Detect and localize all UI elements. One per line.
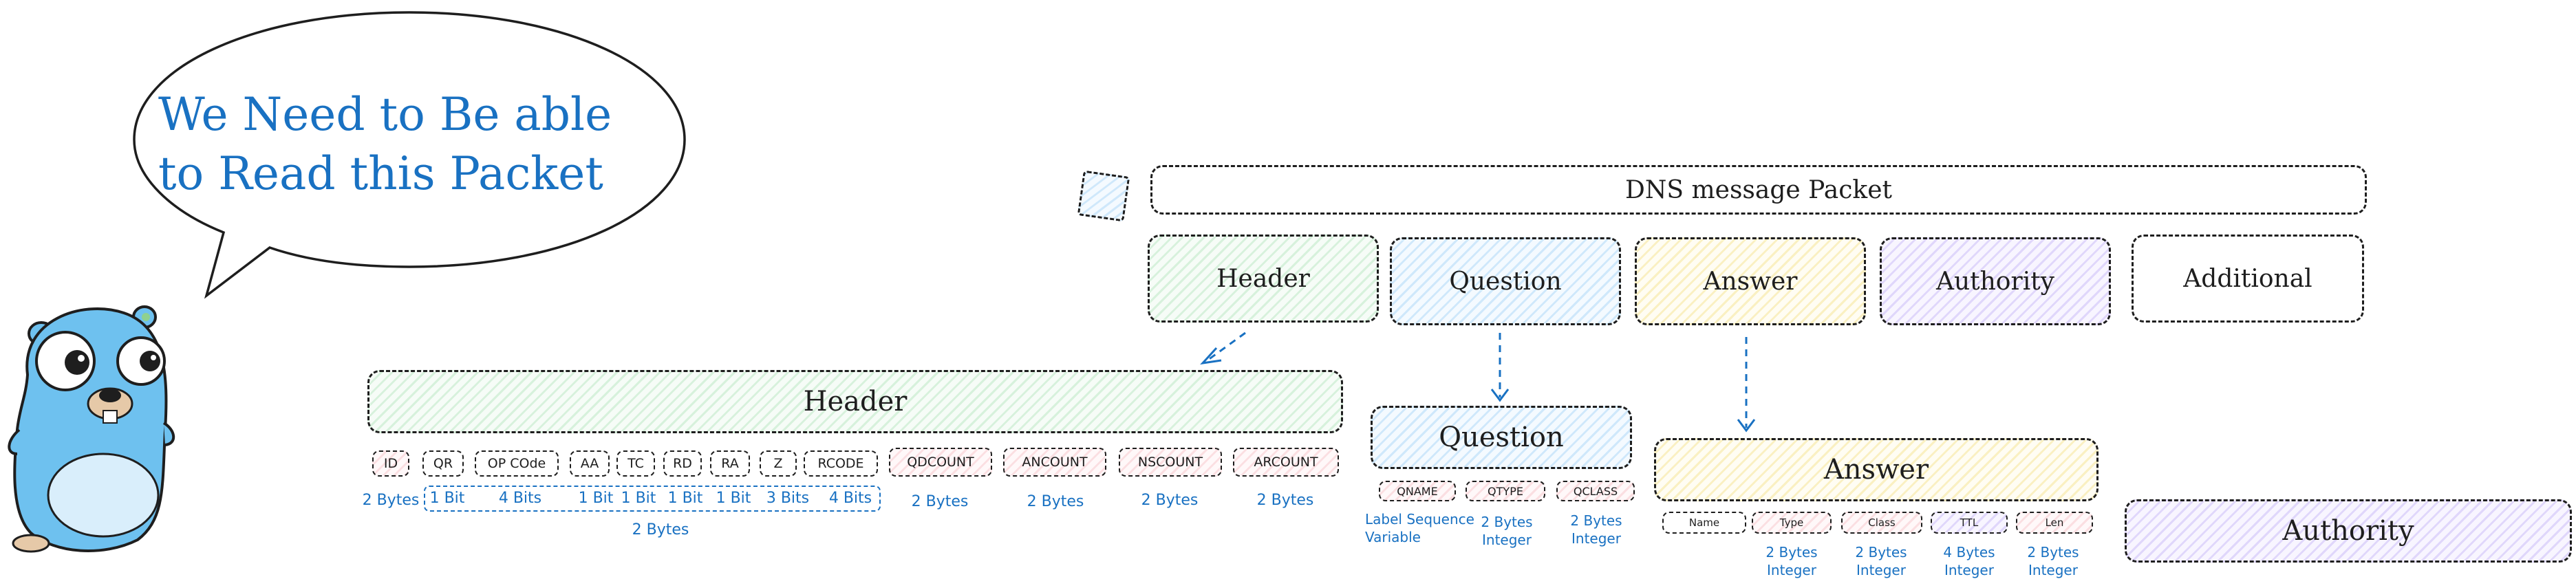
dns-packet-title-text: DNS message Packet: [1625, 175, 1892, 204]
header-detail-title: Header: [367, 370, 1343, 433]
speech-text: We Need to Be able to Read this Packet: [158, 85, 654, 204]
question-size-qname: Label Sequence Variable: [1365, 511, 1474, 545]
question-size-qtype: 2 Bytes Integer: [1481, 514, 1533, 548]
header-field-id: ID: [372, 450, 409, 477]
gopher-snout: [87, 387, 133, 424]
header-field-ra: RA: [710, 450, 750, 477]
question-detail-title: Question: [1371, 406, 1632, 469]
section-answer-label: Answer: [1703, 267, 1798, 296]
header-field-rcode: RCODE: [804, 450, 878, 477]
section-question-label: Question: [1449, 267, 1562, 296]
header-field-z: Z: [760, 450, 797, 477]
section-additional: Additional: [2132, 235, 2364, 323]
header-field-qdcount: QDCOUNT: [889, 448, 992, 477]
header-detail-title-text: Header: [803, 386, 908, 417]
header-size-ancount: 2 Bytes: [1027, 493, 1084, 510]
answer-field-name: Name: [1662, 512, 1746, 534]
dns-packet-title: DNS message Packet: [1150, 165, 2367, 215]
header-size-opcode: 4 Bits: [498, 490, 542, 507]
header-size-arcount: 2 Bytes: [1256, 492, 1314, 509]
header-field-aa: AA: [570, 450, 610, 477]
header-field-tc: TC: [616, 450, 655, 477]
header-field-ancount: ANCOUNT: [1003, 448, 1106, 477]
header-field-qr: QR: [422, 450, 464, 477]
header-size-flags-total: 2 Bytes: [632, 521, 689, 538]
arrow-to-header: [1205, 331, 1246, 363]
header-size-tc: 1 Bit: [621, 490, 656, 507]
question-size-qclass: 2 Bytes Integer: [1570, 512, 1622, 547]
gopher-eye-left: [35, 331, 96, 391]
speech-line-2: to Read this Packet: [158, 147, 603, 200]
answer-size-len: 2 Bytes Integer: [2027, 544, 2079, 578]
section-header: Header: [1148, 235, 1379, 323]
answer-field-ttl: TTL: [1931, 512, 2008, 534]
header-field-nscount: NSCOUNT: [1119, 448, 1222, 477]
question-field-qname: QNAME: [1379, 481, 1456, 501]
header-field-arcount: ARCOUNT: [1233, 448, 1339, 477]
section-header-label: Header: [1216, 264, 1310, 293]
answer-size-class: 2 Bytes Integer: [1855, 544, 1907, 578]
question-field-qtype: QTYPE: [1466, 481, 1545, 501]
header-size-qr: 1 Bit: [429, 490, 465, 507]
header-size-qdcount: 2 Bytes: [911, 493, 969, 510]
section-additional-label: Additional: [2183, 264, 2312, 293]
header-size-ra: 1 Bit: [716, 490, 751, 507]
gopher-belly: [47, 453, 160, 538]
answer-detail-title: Answer: [1654, 438, 2099, 501]
speech-line-1: We Need to Be able: [158, 88, 612, 141]
header-size-nscount: 2 Bytes: [1141, 492, 1199, 509]
gopher-eye-right: [116, 336, 166, 386]
header-field-opcode: OP COde: [475, 450, 559, 477]
question-detail-title-text: Question: [1439, 422, 1564, 453]
header-field-rd: RD: [663, 450, 702, 477]
header-size-id: 2 Bytes: [362, 492, 420, 509]
speech-bubble: [133, 11, 686, 299]
answer-field-class: Class: [1841, 512, 1922, 534]
authority-detail-title-text: Authority: [2282, 515, 2414, 547]
gopher-foot: [12, 534, 50, 553]
header-flags-bracket: [424, 486, 881, 512]
answer-detail-title-text: Answer: [1823, 454, 1929, 486]
header-size-z: 3 Bits: [766, 490, 810, 507]
gopher-mascot: [8, 305, 175, 553]
section-question: Question: [1390, 237, 1621, 325]
answer-size-type: 2 Bytes Integer: [1765, 544, 1818, 578]
gopher-arm: [8, 428, 21, 455]
header-size-rd: 1 Bit: [667, 490, 703, 507]
section-authority: Authority: [1880, 237, 2111, 325]
header-size-aa: 1 Bit: [578, 490, 614, 507]
answer-size-ttl: 4 Bytes Integer: [1943, 544, 1995, 578]
authority-detail-title: Authority: [2125, 499, 2572, 563]
answer-field-type: Type: [1752, 512, 1832, 534]
answer-field-len: Len: [2016, 512, 2093, 534]
section-answer: Answer: [1635, 237, 1866, 325]
section-authority-label: Authority: [1935, 267, 2055, 296]
header-size-rcode: 4 Bits: [828, 490, 872, 507]
question-field-qclass: QCLASS: [1556, 481, 1635, 501]
